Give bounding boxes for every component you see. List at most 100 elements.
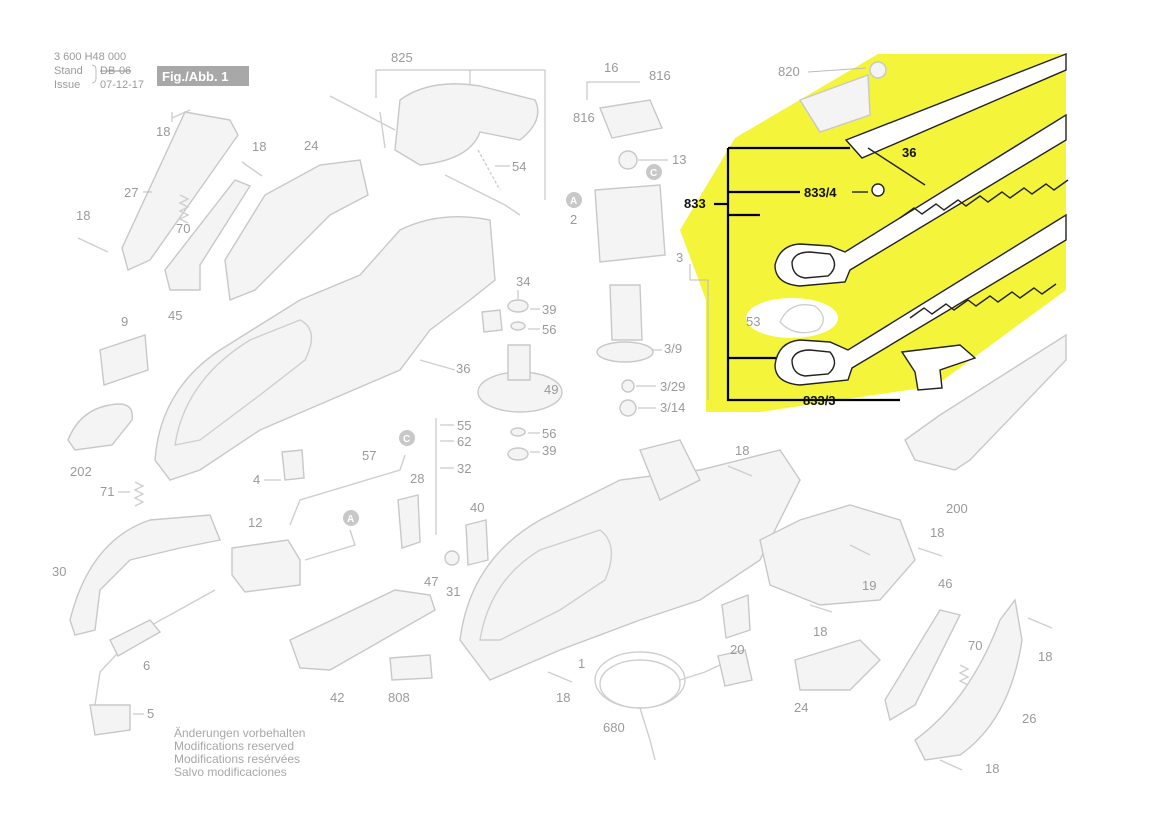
label-5: 5 <box>147 706 154 721</box>
screw-18-g <box>809 604 833 613</box>
label-19: 19 <box>862 578 876 593</box>
label-54: 54 <box>512 159 526 174</box>
label-833: 833 <box>684 196 706 211</box>
screw-18-e <box>547 671 573 683</box>
rear-handle-30 <box>69 514 221 636</box>
washer-56-b <box>510 427 526 437</box>
lower-blade-eye <box>791 349 836 377</box>
label-39-a: 39 <box>542 302 556 317</box>
label-820: 820 <box>778 64 800 79</box>
label-9: 9 <box>121 314 128 329</box>
label-6: 6 <box>143 658 150 673</box>
housing-window <box>174 319 313 446</box>
cable-sleeve-6 <box>109 619 162 657</box>
label-13: 13 <box>672 152 686 167</box>
gear-shaft-49 <box>507 344 531 381</box>
label-47: 47 <box>424 574 438 589</box>
spring-70-b <box>958 664 970 686</box>
footer-line-1: Änderungen vorbehalten <box>174 726 305 740</box>
document-number: 3 600 H48 000 <box>54 51 126 63</box>
plate-808 <box>389 654 433 681</box>
stand-label: Stand <box>54 65 83 77</box>
label-20: 20 <box>730 642 744 657</box>
label-3-9: 3/9 <box>664 341 682 356</box>
lower-blade <box>774 213 1067 386</box>
label-24-a: 24 <box>304 138 318 153</box>
label-816-a: 816 <box>649 68 671 83</box>
label-833-3: 833/3 <box>803 393 836 408</box>
label-71: 71 <box>100 484 114 499</box>
lower-blade-teeth <box>909 283 1057 319</box>
screw-18-h <box>1027 617 1053 629</box>
power-cable-tail <box>639 707 656 761</box>
callout-a-top-text: A <box>570 196 577 207</box>
front-guard <box>759 504 916 606</box>
guide-833-3 <box>900 344 977 391</box>
blade-cover-820 <box>798 74 871 133</box>
label-18-c: 18 <box>76 208 90 223</box>
label-27: 27 <box>124 185 138 200</box>
footer-line-2: Modifications reserved <box>174 739 294 753</box>
armature-3 <box>609 284 643 341</box>
label-53: 53 <box>746 314 760 329</box>
label-42: 42 <box>330 690 344 705</box>
label-18-f: 18 <box>930 525 944 540</box>
spring-70-a <box>178 194 190 224</box>
fan-3-9 <box>596 341 654 363</box>
cover-26 <box>914 598 1023 761</box>
label-18-h: 18 <box>1038 649 1052 664</box>
screw-18-a <box>171 109 191 122</box>
grip-46 <box>884 609 962 722</box>
knob-31 <box>444 550 460 566</box>
handle-bracket-group <box>329 69 546 216</box>
label-56-b: 56 <box>542 426 556 441</box>
label-18-i: 18 <box>985 761 999 776</box>
cover-27 <box>121 111 239 271</box>
callout-c-top <box>646 164 662 180</box>
callout-a-top <box>566 192 582 208</box>
pin-36-b <box>867 147 926 186</box>
label-680: 680 <box>603 720 625 735</box>
label-28: 28 <box>410 471 424 486</box>
bushing-39-a <box>507 299 529 313</box>
label-16: 16 <box>604 60 618 75</box>
label-70-b: 70 <box>968 638 982 653</box>
label-26: 26 <box>1022 711 1036 726</box>
callout-c-mid-text: C <box>403 434 410 445</box>
label-49: 49 <box>544 382 558 397</box>
label-31: 31 <box>446 584 460 599</box>
label-3-14: 3/14 <box>660 400 685 415</box>
label-200: 200 <box>946 501 968 516</box>
spring-71 <box>133 481 145 507</box>
label-18-e: 18 <box>556 690 570 705</box>
screw-18-f <box>917 547 943 557</box>
nut-833-4 <box>871 183 885 197</box>
header-bracket <box>91 64 97 84</box>
upper-blade-teeth <box>899 179 1069 219</box>
main-housing-window <box>479 529 613 641</box>
screw-18-i <box>939 759 963 771</box>
part-53-halo <box>746 298 838 338</box>
pin-36-a <box>419 359 456 371</box>
label-30: 30 <box>52 564 66 579</box>
footer-line-4: Salvo modificaciones <box>174 765 287 779</box>
bracket-40 <box>465 519 489 566</box>
cover-plate-42 <box>289 589 436 671</box>
figure-label: Fig./Abb. 1 <box>162 69 228 84</box>
label-825: 825 <box>391 50 413 65</box>
label-36-b: 36 <box>902 145 916 160</box>
plug-5 <box>89 704 131 736</box>
upper-blade-eye <box>791 251 836 279</box>
label-4: 4 <box>253 472 260 487</box>
switch-12 <box>231 539 301 593</box>
issue-value: 07-12-17 <box>100 79 144 91</box>
label-833-4: 833/4 <box>804 185 837 200</box>
label-57: 57 <box>362 448 376 463</box>
capacitor-4 <box>281 449 305 481</box>
pad-53 <box>779 304 824 334</box>
label-808: 808 <box>388 690 410 705</box>
stand-value: DB-06 <box>100 65 131 77</box>
bushing-39-b <box>507 447 529 461</box>
